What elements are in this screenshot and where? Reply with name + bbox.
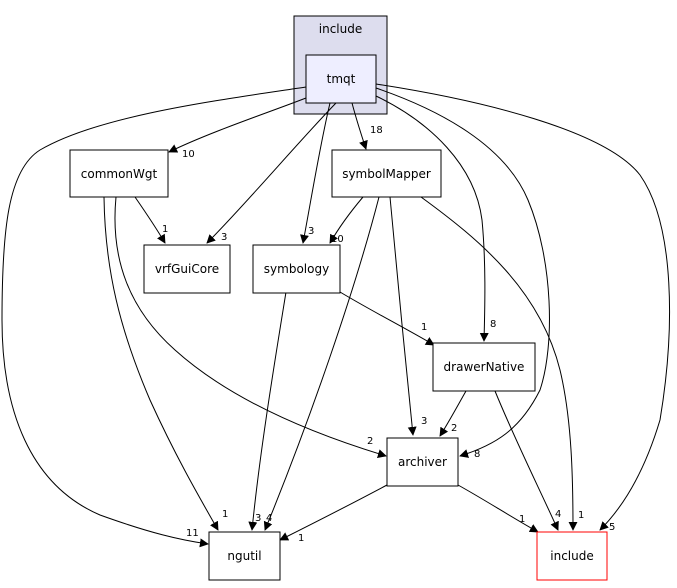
node-archiver[interactable]: archiver bbox=[386, 437, 459, 487]
edge-tmqt-ngutil: 11 bbox=[1, 86, 307, 548]
edge-tmqt-commonWgt: 10 bbox=[168, 97, 307, 160]
node-label: include bbox=[550, 549, 593, 563]
edge-label: 8 bbox=[474, 449, 480, 460]
edge-commonWgt-vrfGuiCore: 1 bbox=[134, 196, 168, 244]
edge-tmqt-drawerNative: 8 bbox=[375, 95, 496, 342]
node-drawerNative[interactable]: drawerNative bbox=[432, 342, 536, 392]
node-symbology[interactable]: symbology bbox=[252, 244, 341, 294]
node-label: commonWgt bbox=[81, 167, 158, 181]
edge-label: 11 bbox=[186, 528, 199, 539]
edge-label: 1 bbox=[421, 322, 427, 333]
edge-label: 1 bbox=[578, 510, 584, 521]
cluster-label: include bbox=[319, 22, 362, 36]
edge-label: 3 bbox=[221, 232, 227, 243]
edge-tmqt-include: 5 bbox=[375, 83, 671, 533]
edge-commonWgt-archiver: 2 bbox=[114, 196, 387, 458]
edge-label: 4 bbox=[555, 509, 561, 520]
edge-label: 3 bbox=[308, 226, 314, 237]
node-tmqt[interactable]: tmqt bbox=[305, 54, 377, 104]
edge-tmqt-vrfGuiCore: 3 bbox=[206, 102, 337, 244]
node-vrfGuiCore[interactable]: vrfGuiCore bbox=[143, 244, 231, 294]
edges: 10 18 3 3 8 8 11 5 bbox=[1, 83, 671, 548]
edge-label: 10 bbox=[182, 149, 195, 160]
edge-label: 18 bbox=[370, 125, 383, 136]
node-ngutil[interactable]: ngutil bbox=[208, 531, 281, 581]
edge-symbolMapper-include: 1 bbox=[420, 196, 584, 531]
edge-tmqt-archiver: 8 bbox=[375, 87, 550, 460]
node-include-external[interactable]: include bbox=[536, 531, 608, 581]
node-label: drawerNative bbox=[444, 360, 525, 374]
node-label: symbolMapper bbox=[342, 167, 431, 181]
edge-label: 4 bbox=[266, 513, 272, 524]
node-label: ngutil bbox=[227, 549, 261, 563]
node-label: tmqt bbox=[327, 72, 356, 86]
edge-label: 5 bbox=[609, 522, 615, 533]
edge-archiver-include: 1 bbox=[457, 484, 539, 533]
edge-label: 2 bbox=[451, 423, 457, 434]
edge-drawerNative-include: 4 bbox=[494, 390, 561, 531]
node-symbolMapper[interactable]: symbolMapper bbox=[331, 149, 442, 198]
node-label: archiver bbox=[398, 455, 447, 469]
node-label: symbology bbox=[264, 262, 329, 276]
edge-label: 1 bbox=[298, 533, 304, 544]
edge-symbology-drawerNative: 1 bbox=[339, 291, 435, 346]
edge-label: 3 bbox=[421, 416, 427, 427]
edge-symbolMapper-archiver: 3 bbox=[389, 196, 427, 436]
edge-label: 1 bbox=[162, 224, 168, 235]
node-label: vrfGuiCore bbox=[155, 262, 219, 276]
edge-label: 1 bbox=[519, 514, 525, 525]
edge-symbolMapper-symbology: 10 bbox=[329, 196, 364, 245]
edge-tmqt-symbolMapper: 18 bbox=[351, 102, 383, 150]
edge-label: 1 bbox=[222, 509, 228, 520]
edge-symbolMapper-ngutil: 4 bbox=[263, 196, 380, 531]
edge-label: 2 bbox=[367, 436, 373, 447]
nodes: tmqt commonWgt symbolMapper vrfGuiCore s… bbox=[69, 54, 608, 581]
edge-label: 10 bbox=[331, 234, 344, 245]
edge-archiver-ngutil: 1 bbox=[279, 484, 388, 544]
edge-commonWgt-ngutil: 1 bbox=[103, 196, 228, 531]
edge-tmqt-symbology: 3 bbox=[300, 102, 331, 244]
edge-label: 8 bbox=[490, 319, 496, 330]
edge-drawerNative-archiver: 2 bbox=[439, 390, 467, 437]
edge-label: 3 bbox=[255, 513, 261, 524]
edge-symbology-ngutil: 3 bbox=[248, 291, 287, 531]
node-commonWgt[interactable]: commonWgt bbox=[69, 149, 169, 198]
